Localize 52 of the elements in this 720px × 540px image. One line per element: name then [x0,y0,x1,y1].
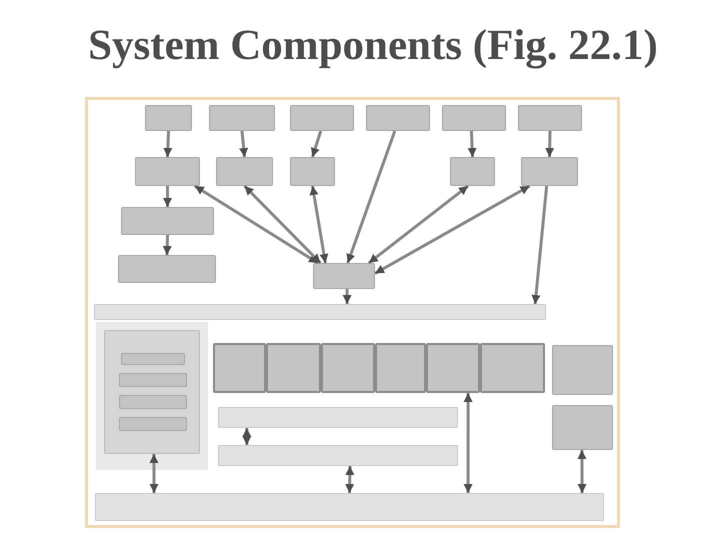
component-box [266,343,321,393]
arrow [243,184,322,264]
component-box [121,353,185,365]
component-box [321,343,375,393]
component-box [450,157,495,186]
slide-title: System Components (Fig. 22.1) [88,21,658,71]
layer-bar [95,493,604,521]
component-box [119,395,187,409]
arrow [577,450,587,494]
arrow [368,184,469,264]
component-box [366,105,430,131]
arrow [162,234,172,256]
arrow [149,454,159,493]
component-box [313,263,375,289]
component-box [119,373,187,387]
component-box [119,417,187,431]
component-box [426,343,480,393]
component-box [216,157,273,186]
component-box [209,105,275,131]
component-box [145,105,192,131]
component-box [290,157,335,186]
component-box [118,255,216,283]
arrow [310,186,328,264]
arrow [163,186,172,207]
component-box [518,105,582,131]
arrow [374,184,530,275]
component-box [521,157,578,186]
component-box [213,343,266,393]
module-box [104,330,200,454]
component-box [442,105,506,131]
arrow [342,289,352,304]
component-box [552,345,613,395]
component-box [552,405,613,450]
arrow [545,130,554,158]
layer-bar [218,407,458,428]
arrow [163,130,172,158]
arrow [345,466,354,494]
component-box [121,207,214,235]
component-box [290,105,354,131]
arrow [194,184,319,264]
layer-bar [218,445,458,466]
layer-bar [94,304,546,320]
arrow [242,428,252,445]
arrow [464,393,473,493]
component-box [135,157,200,186]
arrow [310,130,322,158]
arrow [346,130,396,264]
component-box [480,343,545,393]
arrow [239,130,248,158]
component-box [375,343,426,393]
arrow [532,186,548,304]
arrow [468,130,477,158]
